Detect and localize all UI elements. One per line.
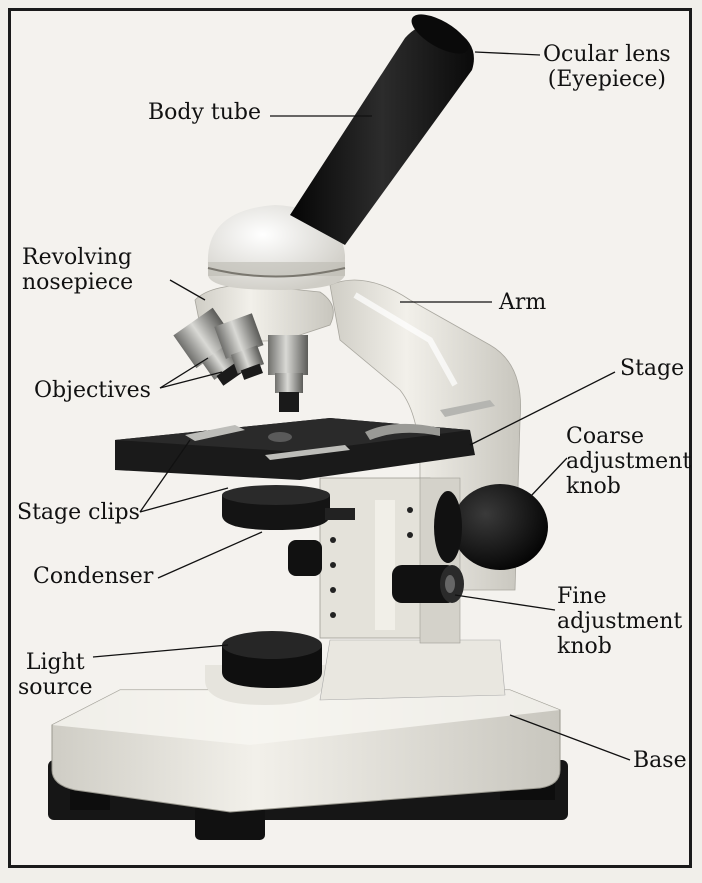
label-ocular-lens: Ocular lens (Eyepiece) bbox=[543, 42, 671, 92]
label-stage: Stage bbox=[620, 356, 684, 381]
leader-revolving bbox=[170, 280, 205, 300]
label-coarse-adjustment-knob: Coarse adjustment knob bbox=[566, 424, 691, 499]
light-source-group bbox=[205, 631, 325, 705]
nosepiece-objectives-group bbox=[173, 285, 333, 412]
label-fine-adjustment-knob: Fine adjustment knob bbox=[557, 584, 682, 659]
label-body-tube: Body tube bbox=[148, 100, 261, 125]
label-revolving-nosepiece: Revolving nosepiece bbox=[22, 245, 133, 295]
label-condenser: Condenser bbox=[33, 564, 153, 589]
leader-ocular bbox=[475, 52, 540, 55]
leader-light bbox=[93, 645, 228, 657]
condenser bbox=[222, 485, 330, 505]
leader-stage-clips-2 bbox=[140, 488, 228, 512]
label-objectives: Objectives bbox=[34, 378, 151, 403]
leader-condenser bbox=[158, 532, 262, 578]
body-tube bbox=[290, 24, 474, 245]
base-group bbox=[0, 690, 568, 840]
leader-objectives-1 bbox=[160, 358, 208, 388]
leader-objectives-2 bbox=[160, 372, 222, 388]
fine-knob-group bbox=[392, 565, 464, 603]
leader-coarse bbox=[530, 458, 567, 497]
label-light-source: Light source bbox=[18, 650, 93, 700]
objective-lens bbox=[268, 335, 308, 412]
label-stage-clips: Stage clips bbox=[17, 500, 140, 525]
coarse-adjustment-knob bbox=[452, 484, 548, 570]
label-base: Base bbox=[633, 748, 687, 773]
head-tube-group bbox=[208, 7, 474, 290]
label-arm: Arm bbox=[499, 290, 546, 315]
leader-fine bbox=[455, 595, 555, 610]
